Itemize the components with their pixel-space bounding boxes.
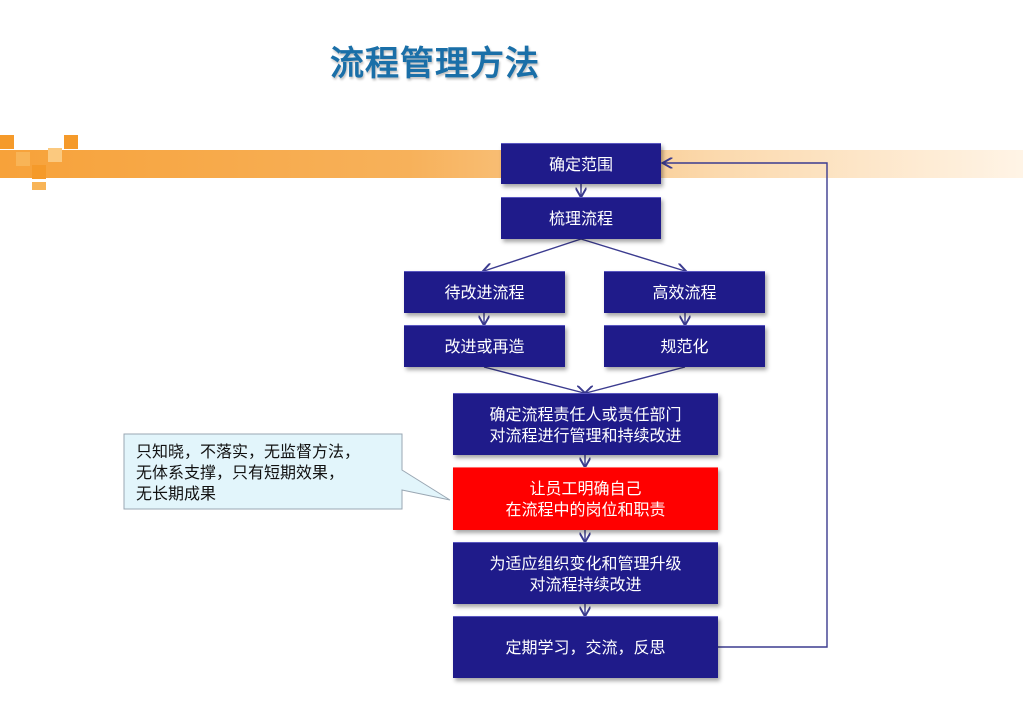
decorative-square <box>32 182 46 190</box>
node-review: 定期学习，交流，反思 <box>453 616 718 678</box>
node-standardize: 规范化 <box>604 325 765 367</box>
page-title: 流程管理方法 <box>330 44 540 84</box>
callout-text: 只知晓，不落实，无监督方法， 无体系支撑，只有短期效果， 无长期成果 <box>136 442 361 503</box>
decorative-square <box>64 135 78 149</box>
node-reengineer: 改进或再造 <box>404 325 565 367</box>
callout-bubble <box>123 433 451 510</box>
node-assign-owner: 确定流程责任人或责任部门 对流程进行管理和持续改进 <box>453 393 718 455</box>
node-clarify-roles: 让员工明确自己 在流程中的岗位和职责 <box>453 467 718 530</box>
node-define-scope: 确定范围 <box>501 143 661 184</box>
decorative-square <box>32 165 46 179</box>
node-sort-process: 梳理流程 <box>501 197 661 239</box>
node-adapt: 为适应组织变化和管理升级 对流程持续改进 <box>453 542 718 604</box>
node-to-improve: 待改进流程 <box>404 271 565 313</box>
decorative-square <box>48 148 62 162</box>
decorative-square <box>16 152 30 166</box>
decorative-square <box>0 135 14 149</box>
node-efficient: 高效流程 <box>604 271 765 313</box>
